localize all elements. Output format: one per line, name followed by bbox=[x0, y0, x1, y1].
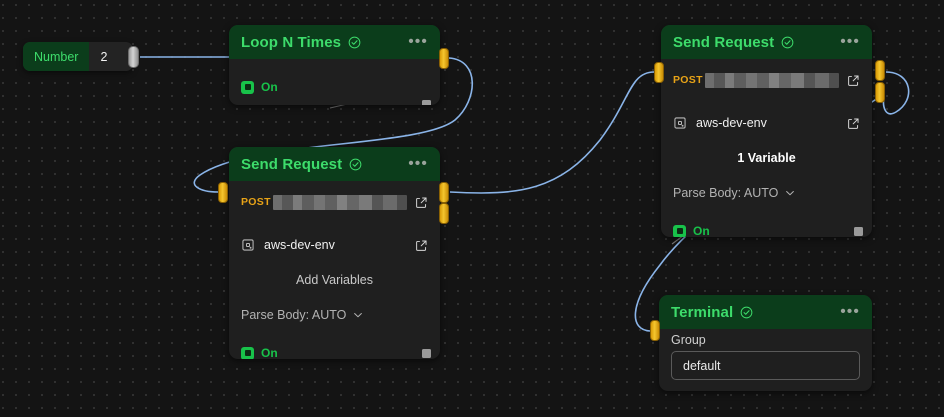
chevron-down-icon[interactable] bbox=[784, 187, 796, 199]
check-circle-icon bbox=[348, 36, 361, 49]
external-link-icon[interactable] bbox=[847, 74, 860, 87]
http-method-label: POST bbox=[673, 74, 703, 86]
external-link-icon[interactable] bbox=[847, 117, 860, 130]
send-request-2-body: POST aws-dev-env 1 Variable Parse B bbox=[661, 65, 872, 237]
resize-handle[interactable] bbox=[422, 349, 431, 358]
terminal-node-header[interactable]: Terminal ••• bbox=[659, 295, 872, 329]
edge-send-request-1-to-send-request-2 bbox=[449, 71, 655, 194]
group-input[interactable]: default bbox=[671, 351, 860, 380]
variables-label: 1 Variable bbox=[737, 151, 796, 165]
check-circle-icon bbox=[740, 306, 753, 319]
send-request-1-variables-row[interactable]: Add Variables bbox=[229, 265, 440, 295]
terminal-node-body: Group default bbox=[659, 329, 872, 380]
environment-icon bbox=[673, 116, 687, 130]
ellipsis-icon[interactable]: ••• bbox=[408, 155, 428, 172]
edge-send-request-2-self-loop bbox=[882, 71, 910, 115]
toggle-on-icon[interactable] bbox=[241, 80, 254, 94]
loop-toggle-row[interactable]: On bbox=[229, 72, 440, 102]
send-request-1-toggle-label: On bbox=[261, 346, 278, 359]
loop-node-header[interactable]: Loop N Times ••• bbox=[229, 25, 440, 59]
environment-name: aws-dev-env bbox=[696, 116, 767, 130]
send-request-1-output-handle-top[interactable] bbox=[439, 182, 449, 203]
environment-icon bbox=[241, 238, 255, 252]
toggle-on-icon[interactable] bbox=[241, 346, 254, 359]
send-request-1-body: POST aws-dev-env Add Variables Pars bbox=[229, 187, 440, 359]
send-request-2-output-handle-bottom[interactable] bbox=[875, 82, 885, 103]
ellipsis-icon[interactable]: ••• bbox=[840, 33, 860, 50]
send-request-1-input-handle[interactable] bbox=[218, 182, 228, 203]
ellipsis-icon[interactable]: ••• bbox=[840, 303, 860, 320]
environment-name: aws-dev-env bbox=[264, 238, 335, 252]
node-number[interactable]: Number 2 bbox=[23, 42, 133, 71]
node-terminal[interactable]: Terminal ••• Group default bbox=[659, 295, 872, 391]
loop-node-body: On bbox=[229, 72, 440, 105]
send-request-2-output-handle-top[interactable] bbox=[875, 60, 885, 81]
check-circle-icon bbox=[781, 36, 794, 49]
send-request-2-url-row[interactable]: POST bbox=[661, 65, 872, 95]
loop-toggle-label: On bbox=[261, 80, 278, 94]
send-request-1-output-handle-bottom[interactable] bbox=[439, 203, 449, 224]
external-link-icon[interactable] bbox=[415, 196, 428, 209]
number-node-label: Number bbox=[23, 42, 90, 71]
resize-handle[interactable] bbox=[422, 100, 431, 105]
check-circle-icon bbox=[349, 158, 362, 171]
node-loop-n-times[interactable]: Loop N Times ••• On bbox=[229, 25, 440, 105]
send-request-2-header[interactable]: Send Request ••• bbox=[661, 25, 872, 59]
loop-output-handle[interactable] bbox=[439, 48, 449, 69]
node-send-request-2[interactable]: Send Request ••• POST aws-dev-env bbox=[661, 25, 872, 237]
send-request-1-title: Send Request bbox=[241, 155, 343, 173]
parse-body-label: Parse Body: AUTO bbox=[673, 186, 779, 200]
node-send-request-1[interactable]: Send Request ••• POST aws-dev-env bbox=[229, 147, 440, 359]
ellipsis-icon[interactable]: ••• bbox=[408, 33, 428, 50]
resize-handle[interactable] bbox=[854, 227, 863, 236]
chevron-down-icon[interactable] bbox=[352, 309, 364, 321]
number-node-value[interactable]: 2 bbox=[100, 49, 108, 64]
send-request-2-title: Send Request bbox=[673, 33, 775, 51]
send-request-2-parse-body-row[interactable]: Parse Body: AUTO bbox=[661, 178, 872, 208]
send-request-1-parse-body-row[interactable]: Parse Body: AUTO bbox=[229, 300, 440, 330]
send-request-2-env-row[interactable]: aws-dev-env bbox=[661, 108, 872, 138]
send-request-1-toggle-row[interactable]: On bbox=[229, 338, 440, 359]
terminal-node-title: Terminal bbox=[671, 303, 734, 321]
http-method-label: POST bbox=[241, 196, 271, 208]
send-request-1-header[interactable]: Send Request ••• bbox=[229, 147, 440, 181]
url-masked-value[interactable] bbox=[272, 194, 407, 210]
variables-label: Add Variables bbox=[296, 273, 373, 287]
send-request-2-toggle-row[interactable]: On bbox=[661, 216, 872, 237]
number-output-handle[interactable] bbox=[128, 46, 139, 68]
loop-node-title: Loop N Times bbox=[241, 33, 342, 51]
terminal-input-handle[interactable] bbox=[650, 320, 660, 341]
parse-body-label: Parse Body: AUTO bbox=[241, 308, 347, 322]
url-masked-value[interactable] bbox=[704, 72, 839, 88]
external-link-icon[interactable] bbox=[415, 239, 428, 252]
send-request-2-input-handle[interactable] bbox=[654, 62, 664, 83]
send-request-2-variables-row[interactable]: 1 Variable bbox=[661, 143, 872, 173]
toggle-on-icon[interactable] bbox=[673, 224, 686, 237]
send-request-1-env-row[interactable]: aws-dev-env bbox=[229, 230, 440, 260]
send-request-1-url-row[interactable]: POST bbox=[229, 187, 440, 217]
group-label: Group bbox=[671, 333, 706, 347]
send-request-2-toggle-label: On bbox=[693, 224, 710, 237]
